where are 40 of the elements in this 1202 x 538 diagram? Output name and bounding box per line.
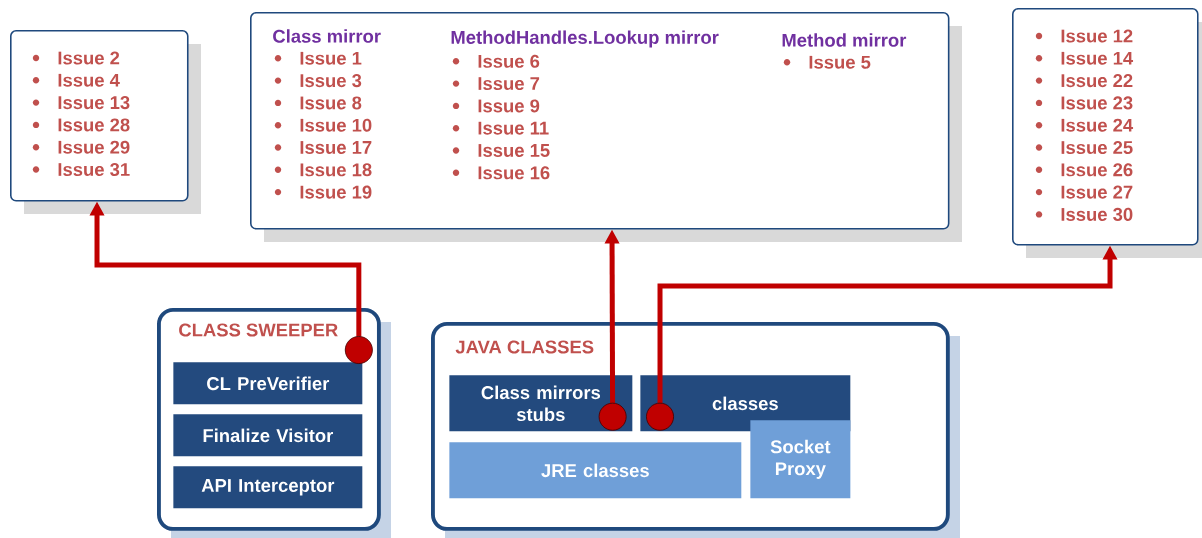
component-box: Class mirrors stubs	[449, 375, 633, 432]
component-box: Finalize Visitor	[173, 414, 363, 457]
list-item: Issue 29	[58, 140, 130, 154]
list-item: Issue 4	[58, 73, 120, 87]
list-item: Issue 3	[300, 74, 362, 88]
list-item: Issue 12	[1061, 29, 1133, 43]
list-item: Issue 5	[809, 55, 871, 69]
list-item: Issue 1	[300, 51, 362, 65]
list-item: Issue 18	[300, 163, 372, 177]
list-item: Issue 24	[1061, 118, 1134, 132]
list-item: Issue 13	[58, 96, 130, 110]
list-item: Issue 10	[300, 118, 372, 132]
list-item: Issue 22	[1061, 74, 1133, 88]
list-item: Issue 6	[478, 54, 540, 68]
list-item: Issue 9	[478, 99, 540, 113]
list-item: Issue 19	[300, 185, 372, 199]
column-heading: Class mirror	[273, 29, 381, 43]
list-item: Issue 14	[1061, 51, 1134, 65]
list-item: Issue 7	[478, 77, 540, 91]
list-item: Issue 8	[300, 96, 362, 110]
list-item: Issue 2	[58, 51, 120, 65]
list-item: Issue 31	[58, 162, 130, 177]
group-title: CLASS SWEEPER	[179, 323, 338, 337]
group-title: JAVA CLASSES	[455, 340, 594, 354]
list-item: Issue 11	[478, 121, 549, 135]
list-item: Issue 23	[1061, 96, 1133, 110]
component-box: Socket Proxy	[750, 420, 851, 499]
list-item: Issue 28	[58, 118, 130, 132]
list-item: Issue 25	[1061, 141, 1133, 155]
list-item: Issue 30	[1061, 207, 1133, 221]
list-item: Issue 15	[478, 144, 550, 157]
list-item: Issue 26	[1061, 163, 1133, 177]
list-item: Issue 27	[1061, 185, 1133, 199]
list-item: Issue 17	[300, 141, 372, 154]
component-box: API Interceptor	[173, 466, 363, 509]
column-heading: Method mirror	[782, 33, 907, 47]
component-box: CL PreVerifier	[173, 362, 363, 405]
component-box: JRE classes	[449, 442, 742, 499]
list-item: Issue 16	[478, 166, 550, 180]
column-heading: MethodHandles.Lookup mirror	[451, 30, 719, 48]
